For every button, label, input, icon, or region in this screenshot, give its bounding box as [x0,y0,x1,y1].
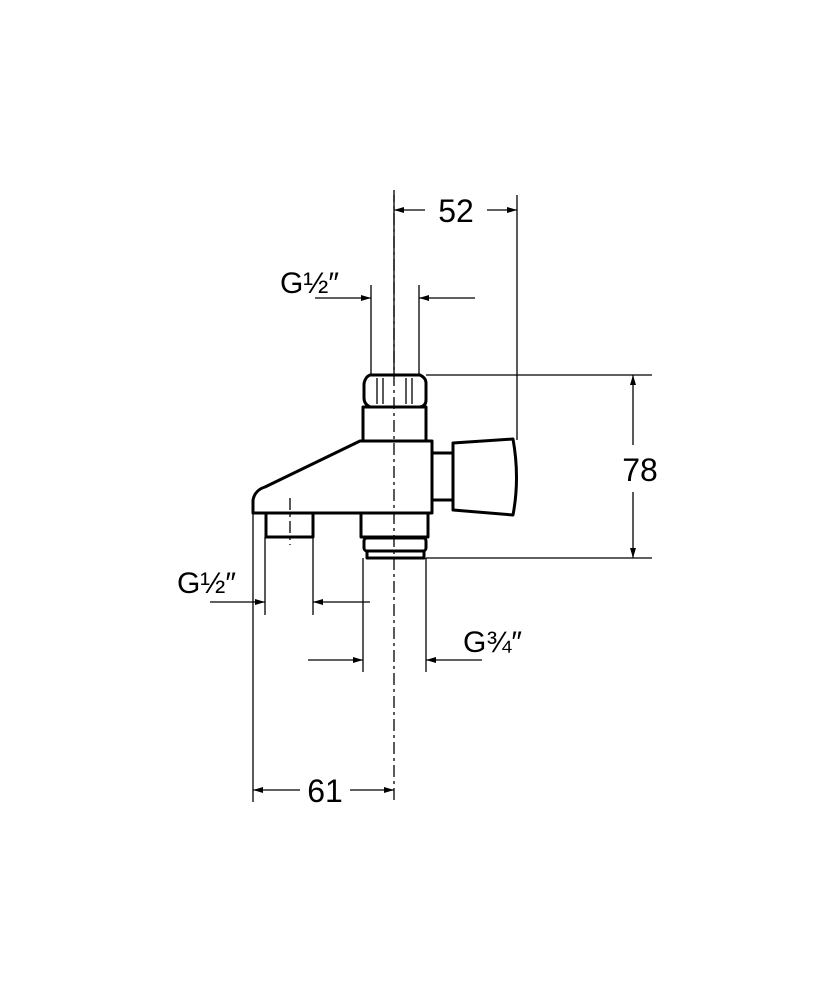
handle-knob[interactable] [451,437,518,517]
spout-thread-callout: G½″ [177,537,370,615]
dimension-61: 61 [252,513,394,809]
bottom-thread-callout: G¾″ [308,558,522,672]
bottom-thread [365,549,426,560]
dimension-78: 78 [426,374,658,559]
dimension-78-label: 78 [622,452,658,488]
bottom-thread-label: G¾″ [463,626,522,659]
top-thread-callout: G½″ [280,267,475,375]
valve-body [251,190,518,800]
handle-stem [430,451,455,502]
dimension-52: 52 [393,193,518,440]
main-body [251,439,434,515]
dimension-61-label: 61 [307,773,343,809]
spout-thread-label: G½″ [177,567,236,600]
top-thread-label: G½″ [280,267,339,300]
dimension-52-label: 52 [438,193,474,229]
bottom-ring [362,536,428,553]
top-nut [362,373,428,409]
